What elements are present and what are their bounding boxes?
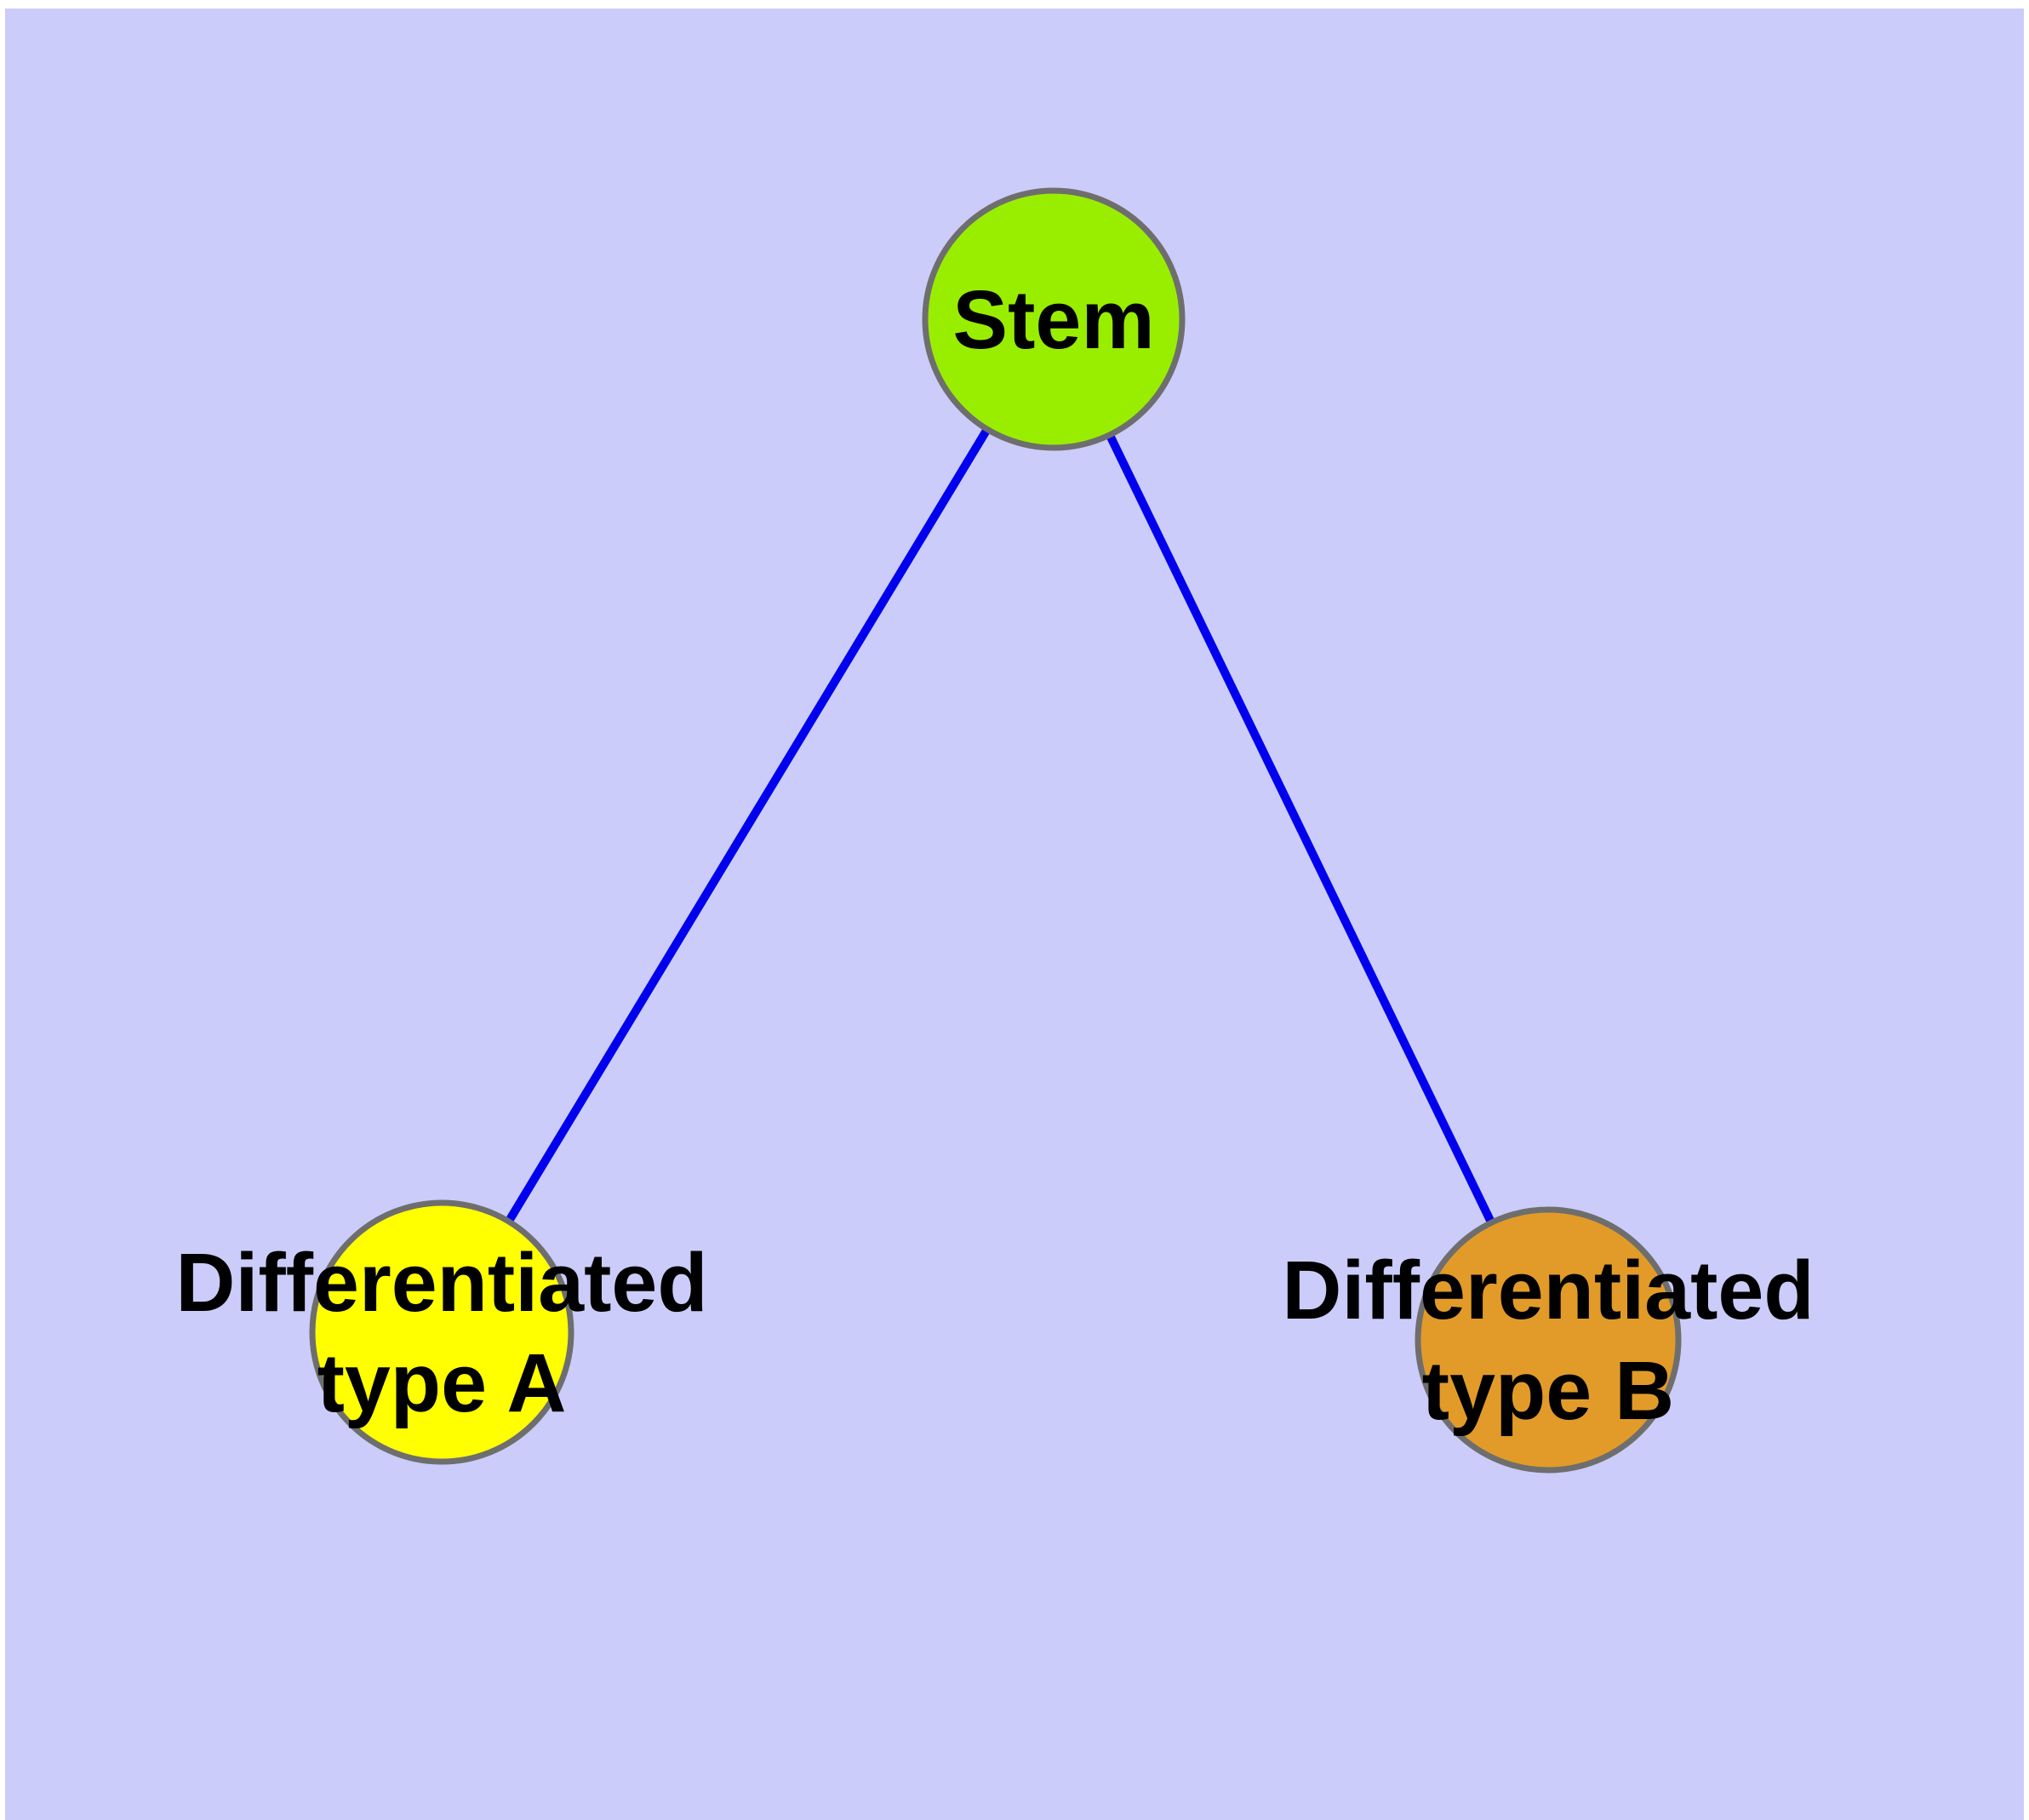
node-stem[interactable]: [922, 187, 1186, 451]
node-differentiated-type-b[interactable]: [1415, 1206, 1682, 1474]
node-circle-differentiated-type-b[interactable]: [1415, 1206, 1682, 1474]
node-label-line: type B: [1422, 1344, 1674, 1437]
nodes-group: [309, 187, 1682, 1474]
node-differentiated-type-a[interactable]: [309, 1199, 574, 1465]
edge-stem-to-differentiated-type-a[interactable]: [505, 426, 992, 1224]
node-circle-stem[interactable]: [922, 187, 1186, 451]
node-label-stem: Stem: [952, 273, 1154, 366]
node-label-line: Differentiated: [1282, 1244, 1814, 1336]
node-label-line: Differentiated: [175, 1236, 707, 1329]
node-circle-differentiated-type-a[interactable]: [309, 1199, 574, 1465]
node-label-line: Stem: [952, 273, 1154, 366]
node-label-line: type A: [317, 1336, 567, 1429]
edge-stem-to-differentiated-type-b[interactable]: [1106, 432, 1495, 1225]
edges-group: [505, 426, 1495, 1225]
